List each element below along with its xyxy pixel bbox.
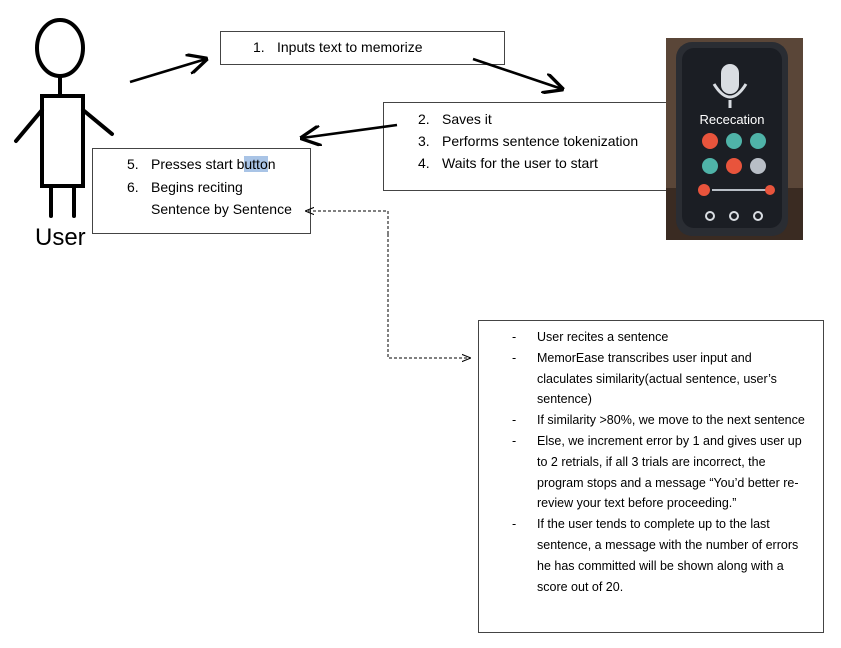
user-label: User (35, 224, 86, 251)
step-box-processing: 2. Saves it 3. Performs sentence tokeniz… (383, 102, 668, 191)
phone-app-illustration: Rececation (666, 38, 803, 240)
phone-screen-title: Rececation (699, 112, 764, 127)
dashed-arrow-to-user-actions (306, 211, 389, 234)
step-box-input: 1. Inputs text to memorize (220, 31, 505, 65)
list-item: -If similarity >80%, we move to the next… (512, 413, 805, 428)
list-item: -MemorEase transcribes user input and cl… (512, 350, 777, 407)
dashed-arrow-to-rules (387, 234, 470, 358)
list-item: -If the user tends to complete up to the… (512, 517, 799, 594)
text-selection-highlight: utto (244, 156, 268, 172)
rules-list: -User recites a sentence -MemorEase tran… (479, 321, 823, 597)
progress-slider (698, 184, 775, 196)
arrow-user-to-input (129, 59, 206, 84)
microphone-icon (712, 64, 748, 108)
arrow-app-to-user (302, 123, 398, 138)
arrow-input-to-app (472, 57, 562, 89)
list-item: -Else, we increment error by 1 and gives… (512, 433, 802, 511)
recitation-rules-box: -User recites a sentence -MemorEase tran… (478, 320, 824, 633)
nav-bar-icons (705, 211, 763, 221)
list-item: -User recites a sentence (512, 330, 669, 344)
app-icons (702, 133, 766, 174)
step-box-user-actions: 5. Presses start button 6. Begins reciti… (92, 148, 311, 234)
